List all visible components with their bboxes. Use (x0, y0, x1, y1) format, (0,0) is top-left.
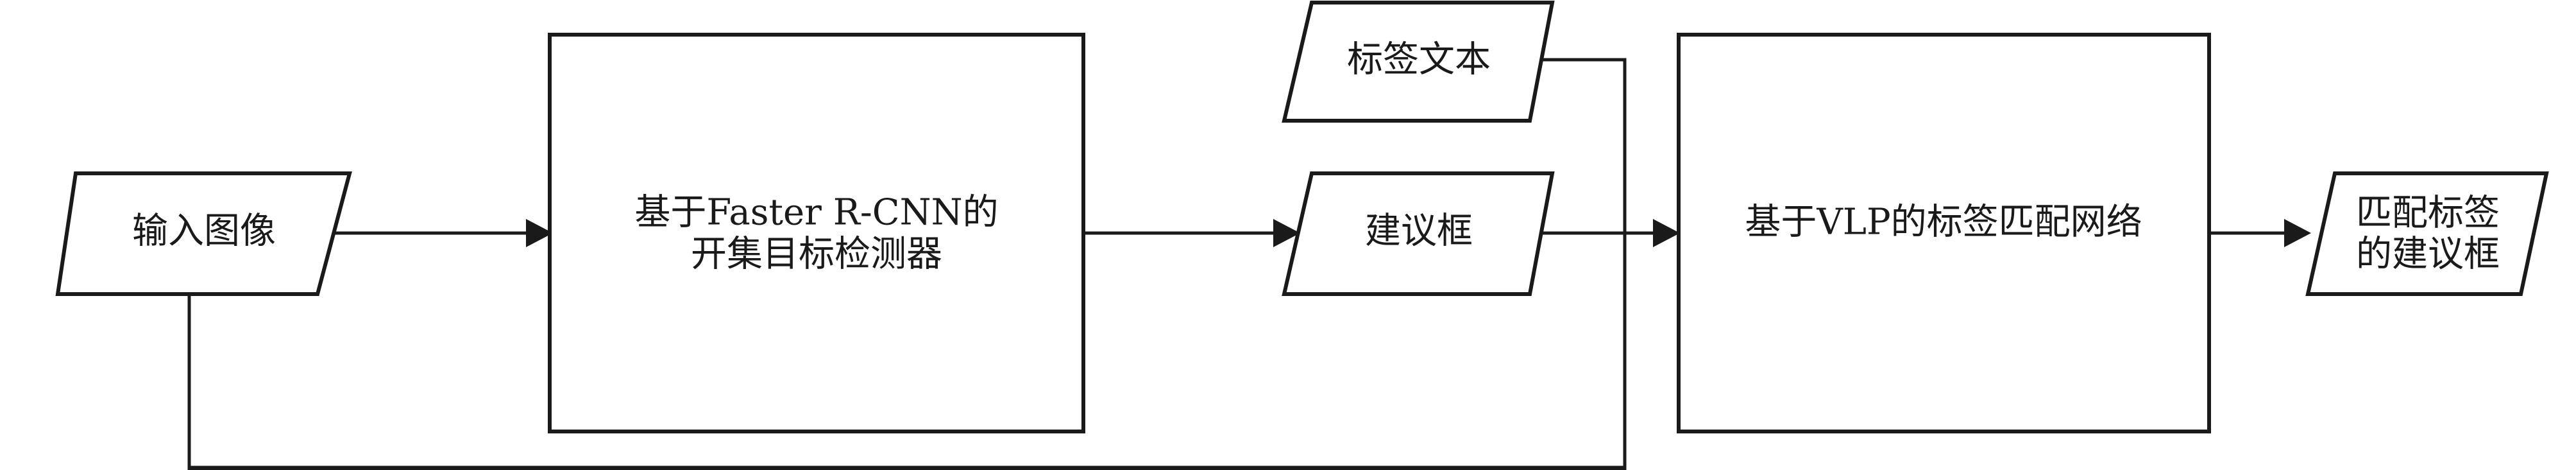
input-image-parallelogram (55, 171, 352, 296)
edges (187, 58, 2311, 470)
arrowhead-detector-to-proposal (1273, 219, 1300, 247)
vlp-matcher-rect (1677, 33, 2211, 433)
edge-labeltext-to-bus (1533, 58, 1627, 233)
arrowhead-input-to-detector (526, 219, 553, 247)
label-text-label: 标签文本 (1347, 39, 1491, 81)
detector-label-line2: 开集目标检测器 (691, 234, 942, 275)
arrowhead-proposal-to-matcher (1653, 219, 1680, 247)
arrowhead-matcher-to-output (2284, 219, 2311, 247)
node-label-text: 标签文本 (1282, 0, 1555, 123)
output-parallelogram (2305, 171, 2549, 296)
proposal-box-parallelogram (1282, 171, 1555, 296)
node-detector: 基于Faster R-CNN的 开集目标检测器 (548, 33, 1085, 433)
output-label-line2: 的建议框 (2356, 234, 2500, 275)
detector-rect (548, 33, 1085, 433)
node-output: 匹配标签 的建议框 (2305, 171, 2549, 296)
node-proposal-box: 建议框 (1282, 171, 1555, 296)
edge-input-to-matcher-loop (187, 233, 1627, 470)
input-image-label: 输入图像 (132, 211, 276, 252)
vlp-matcher-label: 基于VLP的标签匹配网络 (1745, 202, 2142, 243)
detector-label-line1: 基于Faster R-CNN的 (634, 192, 998, 234)
label-text-parallelogram (1282, 0, 1555, 123)
node-input-image: 输入图像 (55, 171, 352, 296)
proposal-box-label: 建议框 (1365, 211, 1473, 252)
output-label-line1: 匹配标签 (2356, 193, 2500, 234)
node-vlp-matcher: 基于VLP的标签匹配网络 (1677, 33, 2211, 433)
